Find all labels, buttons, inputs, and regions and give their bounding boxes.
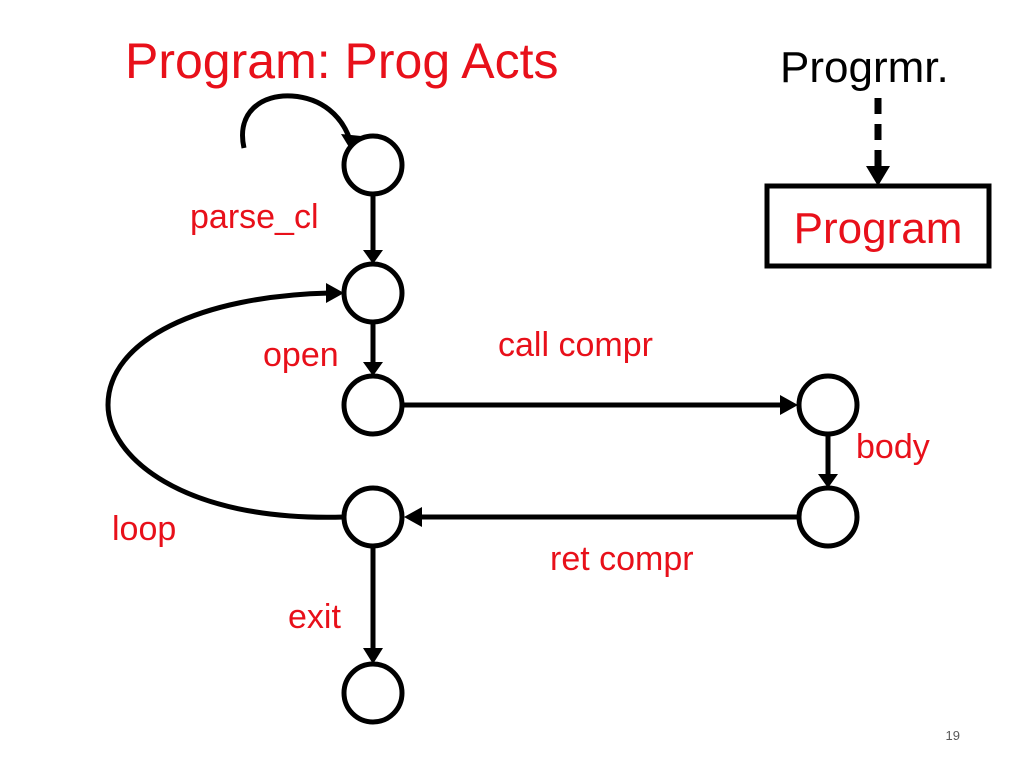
initial-arrow	[240, 93, 353, 149]
edge-body-arrowhead	[818, 474, 838, 488]
program-box-label: Program	[794, 204, 963, 253]
slide-title: Program: Prog Acts	[125, 33, 559, 89]
edge-loop-curve	[105, 290, 345, 520]
program-box	[764, 183, 992, 269]
edge-call-compr-label: call compr	[498, 326, 653, 364]
edge-open-arrowhead	[363, 362, 383, 376]
state-parsed	[341, 261, 405, 325]
edge-body-label: body	[856, 428, 930, 466]
edge-exit-arrowhead	[363, 648, 383, 664]
state-compr-exit	[796, 485, 860, 549]
state-opened	[341, 373, 405, 437]
state-end	[341, 661, 405, 725]
edge-exit-label: exit	[288, 598, 341, 636]
edge-open-label: open	[263, 336, 339, 374]
edge-call-compr-arrowhead	[780, 395, 798, 415]
state-compr-entry	[796, 373, 860, 437]
edge-ret-compr-label: ret compr	[550, 540, 694, 578]
state-start	[341, 133, 405, 197]
programmer-label: Progrmr.	[780, 43, 949, 92]
edge-ret-compr-arrowhead	[404, 507, 422, 527]
programmer-arrowhead	[866, 166, 890, 186]
edge-parse-cl-label: parse_cl	[190, 198, 319, 236]
page-number: 19	[946, 728, 960, 743]
edge-parse-cl-arrowhead	[363, 250, 383, 264]
edge-loop-label: loop	[112, 510, 176, 548]
state-returned	[341, 485, 405, 549]
edge-loop-arrowhead	[326, 283, 344, 303]
